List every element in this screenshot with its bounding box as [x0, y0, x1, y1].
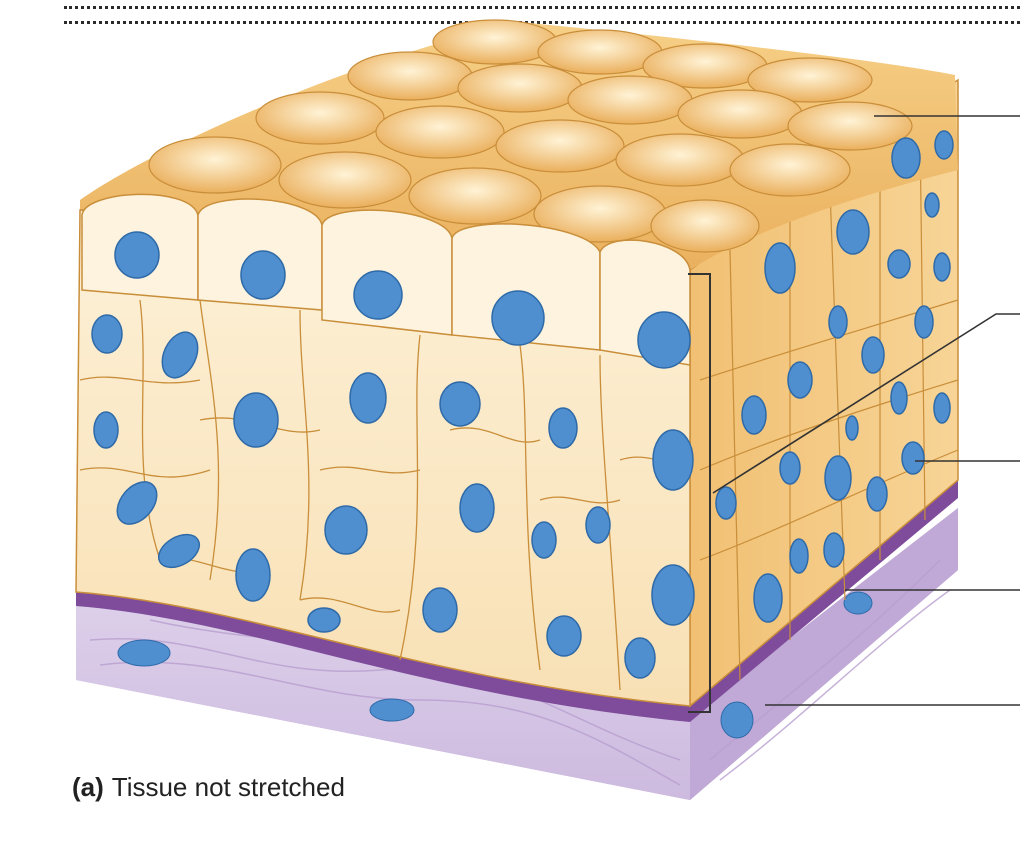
nucleus: [741, 395, 767, 435]
nucleus: [531, 521, 557, 559]
nucleus: [836, 209, 870, 255]
nucleus: [823, 532, 845, 568]
nucleus: [91, 314, 123, 354]
nucleus: [787, 361, 813, 399]
nucleus: [824, 455, 852, 501]
leader-epithelium-layers: [712, 313, 1020, 494]
nucleus: [933, 392, 951, 424]
figure-caption: (a)Tissue not stretched: [72, 772, 345, 803]
nucleus: [324, 505, 368, 555]
nucleus: [924, 192, 940, 218]
umbrella-cell-domes: [148, 19, 913, 253]
nucleus: [240, 250, 286, 300]
fibroblast-nucleus: [369, 698, 415, 722]
nucleus: [934, 130, 954, 160]
nucleus: [891, 137, 921, 179]
nucleus: [789, 538, 809, 574]
nucleus: [422, 587, 458, 633]
nucleus: [901, 441, 925, 475]
nucleus: [307, 607, 341, 633]
nucleus: [753, 573, 783, 623]
nucleus: [114, 231, 160, 279]
nucleus: [933, 252, 951, 282]
nucleus: [459, 483, 495, 533]
nucleus: [233, 392, 279, 448]
nucleus: [349, 372, 387, 424]
nucleus: [764, 242, 796, 294]
nucleus: [353, 270, 403, 320]
nucleus: [93, 411, 119, 449]
nucleus: [914, 305, 934, 339]
fibroblast-nucleus: [843, 591, 873, 615]
front-cell-outlines: [79, 299, 691, 691]
nucleus: [637, 311, 691, 369]
nucleus: [845, 415, 859, 441]
connective-tissue-right-face: [690, 508, 958, 800]
nucleus: [548, 407, 578, 449]
caption-text: Tissue not stretched: [111, 772, 345, 802]
nucleus: [861, 336, 885, 374]
nucleus: [866, 476, 888, 512]
nucleus: [887, 249, 911, 279]
nucleus: [890, 381, 908, 415]
nucleus: [161, 331, 199, 379]
dotted-header-rule: [64, 6, 1020, 24]
fibroblast-nucleus: [720, 701, 754, 739]
nucleus: [546, 615, 582, 657]
nucleus: [116, 481, 158, 525]
callout-leader-lines: [712, 115, 1020, 706]
nucleus: [235, 548, 271, 602]
panel-label: (a): [72, 772, 104, 802]
nucleus: [439, 381, 481, 427]
nucleus: [828, 305, 848, 339]
nucleus: [624, 637, 656, 679]
side-nuclei: [715, 130, 954, 623]
connective-tissue-layer: [76, 508, 958, 800]
nucleus: [585, 506, 611, 544]
front-umbrella-cells: [81, 193, 691, 366]
nucleus: [157, 533, 201, 569]
nucleus: [652, 429, 694, 491]
nucleus: [715, 486, 737, 520]
epithelium-thickness-bracket: [688, 273, 711, 713]
fibroblast-nucleus: [117, 639, 171, 667]
nucleus: [491, 290, 545, 346]
nucleus: [779, 451, 801, 485]
front-nuclei: [91, 231, 695, 679]
nucleus: [651, 564, 695, 626]
